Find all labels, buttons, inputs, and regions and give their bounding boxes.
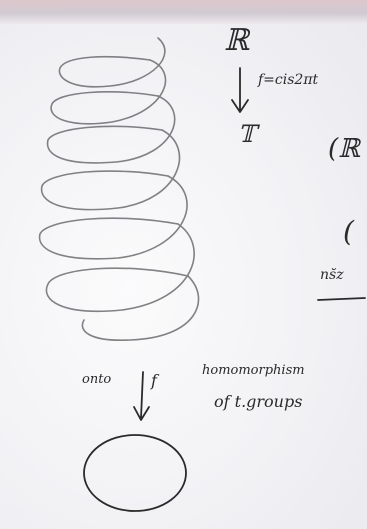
circle-T <box>83 434 187 512</box>
arrow-down-onto <box>133 371 150 421</box>
top-edge-band <box>0 0 367 24</box>
onto-label: onto <box>82 372 112 387</box>
helix-loop-6 <box>45 223 195 313</box>
helix-loop-2 <box>50 59 167 125</box>
helix-loop-1 <box>58 37 166 88</box>
helix-loop-5 <box>38 175 188 260</box>
map-f-label: f <box>151 371 157 390</box>
helix-loop-7 <box>81 275 200 341</box>
right-paren-label: ( <box>343 215 354 248</box>
map-definition-label: f=cis2πt <box>258 72 319 88</box>
right-fragment-label: ns̆z <box>320 267 344 283</box>
helix-loop-4 <box>40 129 181 211</box>
underline-frag <box>317 297 366 301</box>
helix-loop-3 <box>46 95 176 164</box>
label-R-right: (ℝ <box>328 134 360 164</box>
circle-group-label: 𝕋 <box>238 120 256 148</box>
label-R-top: ℝ <box>224 23 249 58</box>
arrow-down-R-to-T <box>231 67 249 113</box>
homomorphism-line1: homomorphism <box>202 363 305 378</box>
homomorphism-line2: of t.groups <box>214 392 303 411</box>
